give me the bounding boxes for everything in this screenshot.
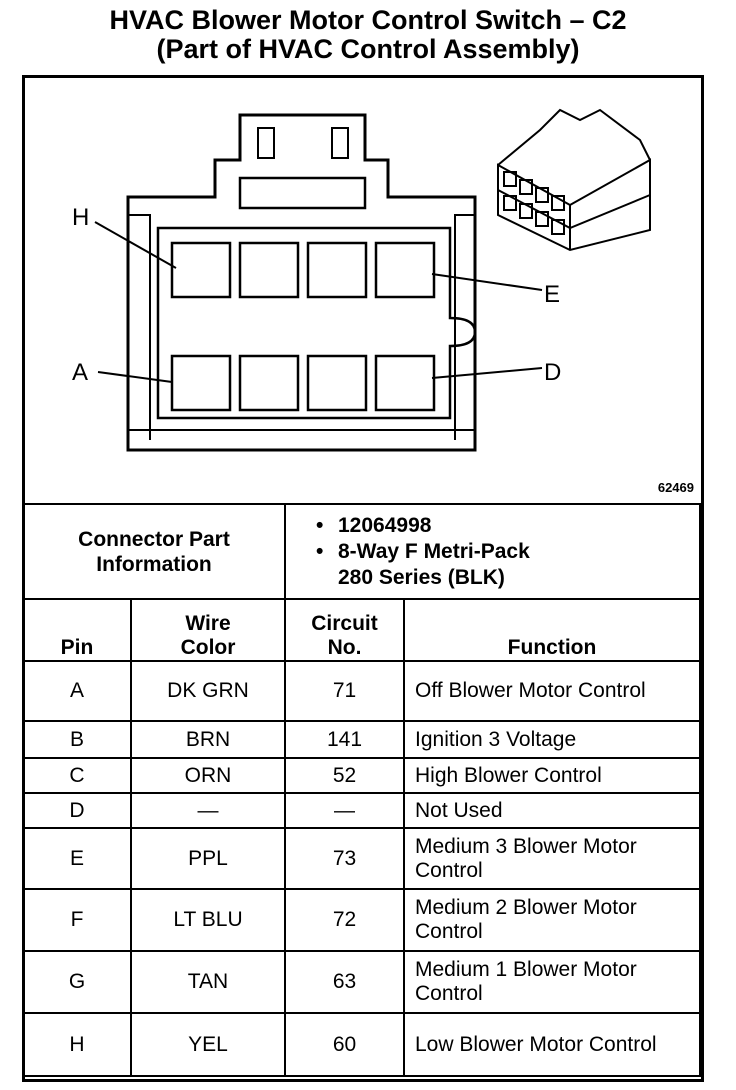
pin-cavities xyxy=(170,241,436,412)
pin-cell: C xyxy=(69,763,85,787)
function-cell: Medium 1 Blower Motor Control xyxy=(415,958,637,1005)
wire-color-cell: ORN xyxy=(184,763,232,787)
pin-cell: F xyxy=(70,908,84,931)
table-row: C ORN 52 High Blower Control xyxy=(22,757,701,794)
header-function: Function xyxy=(403,598,701,662)
pin-label-h: H xyxy=(72,204,89,231)
wire-color-cell: YEL xyxy=(188,1032,228,1056)
circuit-cell: 73 xyxy=(332,846,357,870)
pin-label-a: A xyxy=(72,359,88,386)
table-row: D — — Not Used xyxy=(22,792,701,829)
table-row: G TAN 63 Medium 1 Blower Motor Control xyxy=(22,950,701,1014)
function-cell: High Blower Control xyxy=(415,763,602,787)
circuit-cell: 71 xyxy=(332,679,357,702)
wire-color-cell: PPL xyxy=(188,846,228,870)
pin-cell: E xyxy=(69,846,84,870)
title-line-1: HVAC Blower Motor Control Switch – C2 xyxy=(109,5,627,35)
function-cell: Medium 3 Blower Motor Control xyxy=(415,834,637,882)
table-row: F LT BLU 72 Medium 2 Blower Motor Control xyxy=(22,888,701,952)
circuit-cell: 72 xyxy=(332,908,357,931)
leader-lines xyxy=(94,221,543,383)
table-row: B BRN 141 Ignition 3 Voltage xyxy=(22,720,701,759)
header-circuit: Circuit No. xyxy=(311,612,378,659)
function-cell: Ignition 3 Voltage xyxy=(415,727,577,751)
header-row: Pin Wire Color Circuit No. Function xyxy=(22,598,701,662)
table-row: E PPL 73 Medium 3 Blower Motor Control xyxy=(22,827,701,890)
wire-color-cell: DK GRN xyxy=(167,679,249,702)
connector-diagram: H E A D xyxy=(72,108,651,452)
table-row: H YEL 60 Low Blower Motor Control xyxy=(22,1012,701,1077)
function-cell: Medium 2 Blower Motor Control xyxy=(415,896,637,943)
circuit-cell: 60 xyxy=(332,1032,357,1056)
part-number: 12064998 xyxy=(316,513,689,539)
pin-cell: D xyxy=(69,798,85,822)
function-cell: Not Used xyxy=(415,798,503,822)
wire-color-cell: TAN xyxy=(187,970,229,993)
pinout-table: Connector Part Information 12064998 8-Wa… xyxy=(22,503,701,1077)
table-row: A DK GRN 71 Off Blower Motor Control xyxy=(22,660,701,722)
figure-number: 62469 xyxy=(657,480,694,495)
header-pin: Pin xyxy=(22,598,132,662)
connector-info-label: Connector Part Information xyxy=(78,527,230,576)
pin-label-e: E xyxy=(544,281,560,308)
pin-cell: H xyxy=(69,1032,85,1056)
wire-color-cell: — xyxy=(197,798,219,822)
pin-cell: G xyxy=(68,970,86,993)
pin-label-d: D xyxy=(544,359,561,386)
wire-color-cell: BRN xyxy=(185,727,231,751)
connector-info-row: Connector Part Information 12064998 8-Wa… xyxy=(22,503,701,600)
circuit-cell: — xyxy=(334,798,355,822)
connector-3d-view xyxy=(497,108,651,252)
connector-face xyxy=(126,113,477,452)
pin-cell: B xyxy=(69,727,84,751)
page-title: HVAC Blower Motor Control Switch – C2 (P… xyxy=(0,6,736,64)
function-cell: Low Blower Motor Control xyxy=(415,1032,657,1056)
wire-color-cell: LT BLU xyxy=(173,908,243,931)
function-cell: Off Blower Motor Control xyxy=(415,679,646,702)
header-wire-color: Wire Color xyxy=(180,612,236,659)
circuit-cell: 52 xyxy=(332,763,357,787)
circuit-cell: 141 xyxy=(326,727,363,751)
circuit-cell: 63 xyxy=(332,970,357,993)
title-line-2: (Part of HVAC Control Assembly) xyxy=(156,34,580,64)
pin-cell: A xyxy=(69,679,84,702)
